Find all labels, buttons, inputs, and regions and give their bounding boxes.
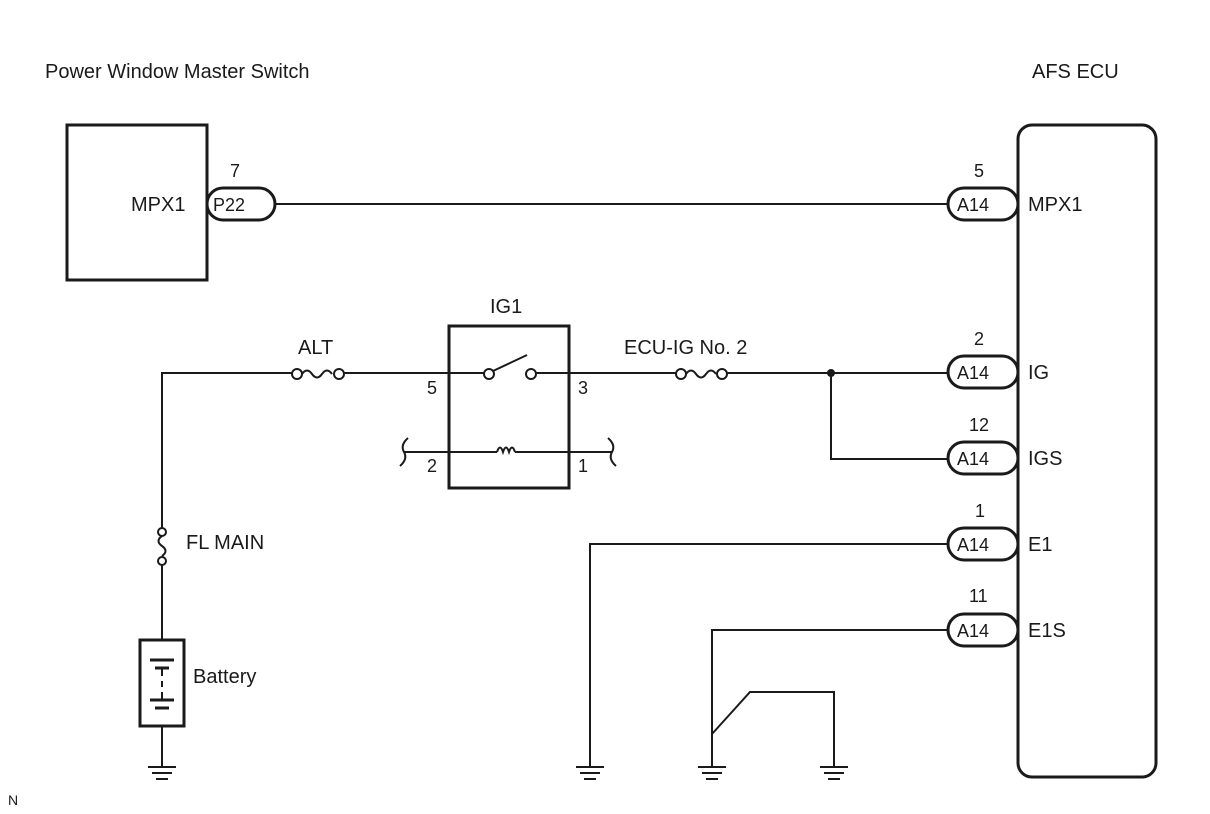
relay-pin-5: 5 [427,378,437,398]
master-switch-box [65,123,209,282]
relay-coil-icon [496,446,516,456]
ground-icon [698,766,726,780]
ground-icon [820,766,848,780]
ecu-connector-label: A14 [957,535,989,555]
ecu-signal-label: MPX1 [1028,194,1082,216]
ecu-pin-number: 2 [974,329,984,349]
ecu-ig-fuse-label: ECU-IG No. 2 [624,337,747,359]
relay-switch-arm [492,354,528,372]
connector-p22-label: P22 [213,195,245,215]
relay-box [447,324,571,490]
ecu-pin-number: 1 [975,501,985,521]
ecu-signal-label: IG [1028,362,1049,384]
wire-battery-feed [161,372,292,528]
ecu-pin-number: 5 [974,161,984,181]
relay-coil-break-right [607,437,617,467]
ground-icon [148,766,176,780]
ecu-connector-label: A14 [957,621,989,641]
relay-pin-3: 3 [578,378,588,398]
ecu-signal-label: E1 [1028,534,1052,556]
battery-label: Battery [193,666,256,688]
ecu-pin-number: 12 [969,415,989,435]
ecu-connector-label: A14 [957,363,989,383]
wire-e1s [711,629,948,766]
footer-mark: N [8,792,18,808]
wire-igs [830,373,948,460]
ecu-ig-fuse-terminal-right [716,368,728,380]
alt-fuse-icon [301,369,333,379]
relay-pin-1: 1 [578,456,588,476]
master-switch-signal: MPX1 [131,194,185,216]
ecu-ig-fuse-terminal-left [675,368,687,380]
ecu-signal-label: IGS [1028,448,1062,470]
relay-pin-2: 2 [427,456,437,476]
ecu-title: AFS ECU [1032,61,1119,83]
master-switch-pin: 7 [230,161,240,181]
relay-label: IG1 [490,296,522,318]
ecu-connector-label: A14 [957,195,989,215]
ecu-connector-pill [946,186,1020,222]
alt-fuse-terminal-right [333,368,345,380]
wire-e1 [589,543,948,766]
alt-fuse-label: ALT [298,337,333,359]
ecu-connector-label: A14 [957,449,989,469]
ecu-pin-number: 11 [969,586,988,606]
wire-shield [711,691,835,766]
relay-contact-left [483,368,495,380]
ecu-signal-label: E1S [1028,620,1066,642]
ground-icon [576,766,604,780]
ecu-connector-e1: 1 A14 E1 [946,501,1052,562]
fl-main-terminal-top [157,527,167,537]
fl-main-terminal-bottom [157,556,167,566]
alt-fuse-terminal-left [291,368,303,380]
master-switch-title: Power Window Master Switch [45,61,310,83]
ecu-connector-e1s: 11 A14 E1S [946,586,1066,648]
fl-main-fuse-icon [157,535,167,557]
battery-icon [150,658,174,710]
ecu-connector-igs: 12 A14 IGS [946,415,1062,476]
ecu-ig-fuse-icon [685,369,717,379]
fl-main-label: FL MAIN [186,532,264,554]
ecu-connector-mpx1: 5 A14 MPX1 [946,161,1082,222]
